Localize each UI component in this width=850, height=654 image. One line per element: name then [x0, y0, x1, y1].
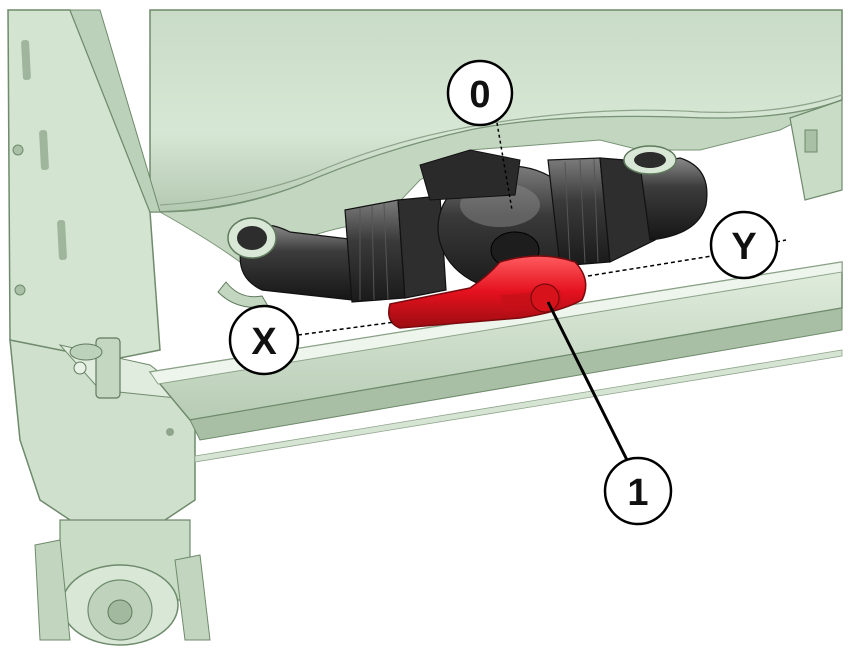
valve-lever [388, 255, 587, 329]
callout-position-y: Y [709, 210, 779, 280]
callout-lever: 1 [603, 456, 673, 526]
callout-valve: 0 [446, 59, 514, 127]
leader-line-1 [546, 301, 630, 463]
left-frame-column [7, 9, 211, 646]
callout-position-x: X [228, 304, 300, 376]
callout-position-y-label: Y [731, 226, 756, 268]
callout-position-x-label: X [251, 321, 277, 363]
callout-lever-label: 1 [627, 472, 648, 514]
callout-valve-label: 0 [469, 74, 490, 116]
right-support [789, 99, 843, 201]
leader-line-0 [495, 116, 513, 211]
crossbeam [148, 261, 843, 463]
position-line-x [297, 321, 396, 336]
